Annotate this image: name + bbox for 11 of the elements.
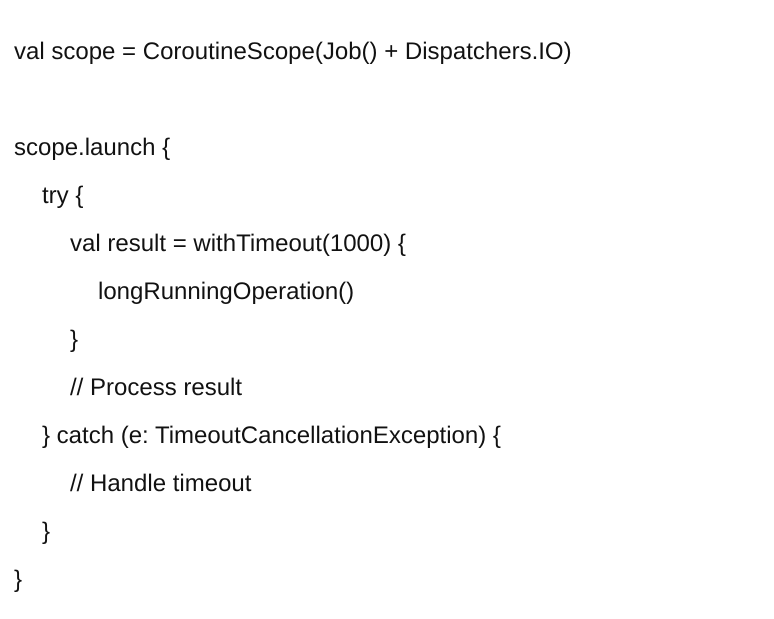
code-line: } xyxy=(70,325,78,355)
code-line: // Handle timeout xyxy=(70,469,252,499)
code-line: scope.launch { xyxy=(14,133,170,163)
code-line: val result = withTimeout(1000) { xyxy=(70,229,406,259)
code-line: try { xyxy=(42,181,84,211)
code-line: } catch (e: TimeoutCancellationException) { xyxy=(42,421,501,451)
code-line: longRunningOperation() xyxy=(98,277,354,307)
code-line: val scope = CoroutineScope(Job() + Dispatchers.IO) xyxy=(14,37,572,67)
code-line: // Process result xyxy=(70,373,242,403)
code-line: } xyxy=(42,517,50,547)
code-line: } xyxy=(14,565,22,595)
